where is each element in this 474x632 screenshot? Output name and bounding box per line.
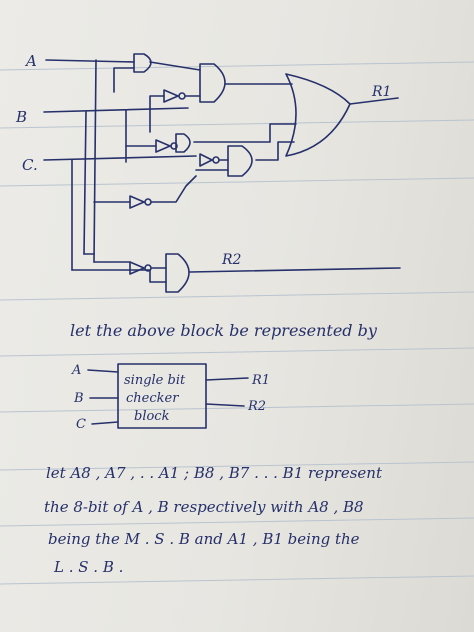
not-gate-4 [129,195,145,209]
wire-a [45,59,135,63]
and-gate-5 [165,253,190,293]
output-label-r2: R2 [221,252,242,268]
block-input-label-a: A [71,363,81,378]
not-bubble-5 [144,264,152,272]
note-text: let the above block be represented by [70,321,378,340]
not-gate-1 [163,89,179,103]
block-input-label-b: B [73,391,84,406]
bus-b [83,111,87,255]
not-bubble-1 [178,92,186,100]
wire-r1-out [349,97,399,105]
single-bit-checker-block: single bit checker block A B C R1 R2 [71,363,270,432]
and-gate-2 [199,63,226,103]
wire-r2-out [189,267,401,273]
or-gate [285,73,351,157]
ruled-lines [0,61,474,585]
input-label-c: C. [22,156,38,174]
not-bubble-2 [170,142,178,150]
description-line-1: let A8 , A7 , . . A1 ; B8 , B7 . . . B1 … [46,464,383,482]
block-output-wires [205,377,249,407]
wire-or-in-2 [193,123,297,143]
not-gate-5 [129,261,145,275]
wire-and2-in [149,61,201,97]
input-label-b: B [15,108,27,126]
bus-a [93,59,97,263]
wire-not1-in [149,95,165,133]
logic-circuit: A B C. [15,52,401,293]
and-gate-4 [227,145,253,177]
and-gate-3 [175,133,191,153]
not-bubble-3 [212,156,220,164]
description: let A8 , A7 , . . A1 ; B8 , B7 . . . B1 … [44,464,383,576]
and-gate-1 [133,53,152,73]
input-label-a: A [24,52,37,70]
block-output-label-r2: R2 [247,399,266,414]
not-bubble-4 [144,198,152,206]
wire-or-in-3 [255,141,295,161]
block-label-line-2: checker [126,391,179,406]
block-box [117,363,207,429]
block-input-label-c: C [76,417,86,432]
wire-and4-in [195,159,229,171]
not-gate-3 [199,153,213,167]
wire-b [43,107,189,113]
block-label-line-3: block [134,409,170,424]
wire-c [43,155,197,161]
block-input-wires [87,369,119,425]
wire-not4 [93,175,197,203]
wire-and1-b [113,67,135,93]
wire-and5-in [149,267,167,283]
block-label-line-1: single bit [124,373,186,388]
description-line-2: the 8-bit of A , B respectively with A8 … [44,498,364,516]
description-line-3: being the M . S . B and A1 , B1 being th… [48,530,360,548]
output-label-r1: R1 [371,84,391,100]
not-gate-2 [155,139,171,153]
description-line-4: L . S . B . [53,558,123,576]
block-output-label-r1: R1 [251,373,270,388]
